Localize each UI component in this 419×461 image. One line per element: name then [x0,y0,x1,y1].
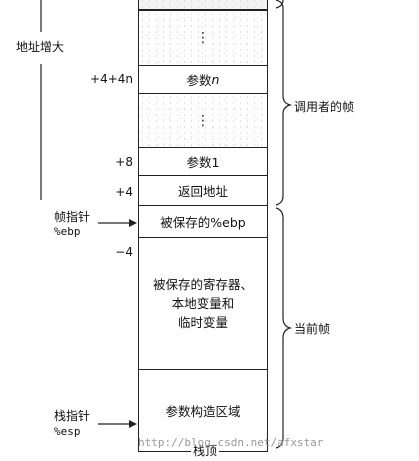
caller-frame-label: 调用者的帧 [294,100,355,114]
offset-arg-n: +4+4n [90,72,133,86]
stack-cell-args-middle: ⋮ [138,94,268,148]
arg-n-variable: n [211,72,220,87]
arg-n-label: 参数 [186,73,212,88]
frame-pointer-label: 帧指针 [54,210,91,224]
stack-top-label: 栈顶 [191,442,220,459]
frame-pointer-register: %ebp [54,225,81,238]
ellipsis-icon: ⋮ [196,112,210,129]
offset-saved-registers: −4 [115,245,133,259]
watermark: http://blog.csdn.net/afxstar [138,436,324,449]
offset-arg-1: +8 [115,155,133,169]
stack-pointer-label: 栈指针 [54,409,91,423]
stack-cell-saved-ebp: 被保存的%ebp [138,206,268,238]
offset-return-address: +4 [115,185,133,199]
stack-pointer-register: %esp [54,425,81,438]
current-frame-label: 当前帧 [294,322,331,336]
direction-label: 地址增大 [16,40,65,54]
stack-cell-args-more: ⋮ [138,10,268,66]
stack-cell-saved-registers: 被保存的寄存器、 本地变量和 临时变量 [138,238,268,370]
stack-cell-arg-1: 参数1 [138,148,268,176]
stack-cell-return-address: 返回地址 [138,176,268,206]
stack-cell-top-remaining [138,0,268,10]
ellipsis-icon: ⋮ [196,30,210,46]
